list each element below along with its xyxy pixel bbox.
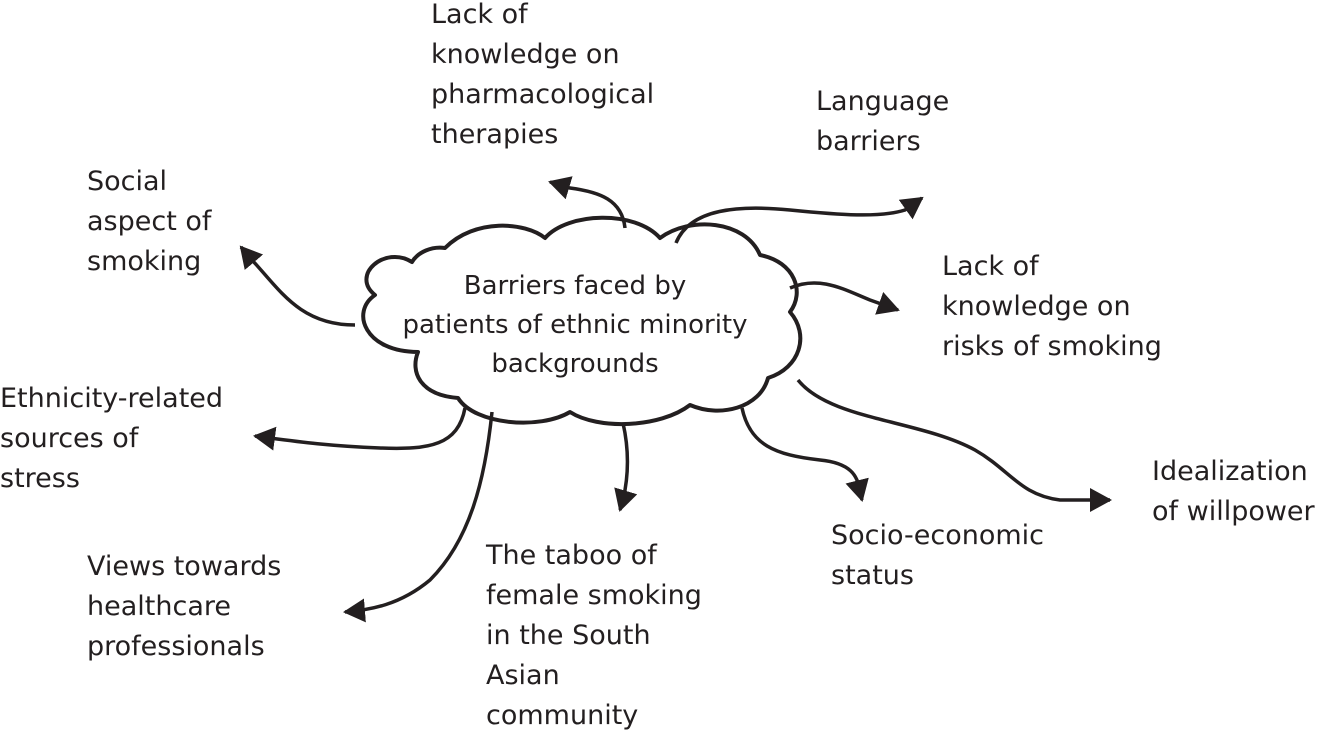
arrow-to-willpower [796, 378, 1112, 512]
barrier-label-line: female smoking [486, 580, 702, 611]
arrow-to-taboo [614, 422, 638, 512]
barrier-label-line: Ethnicity-related [0, 383, 224, 414]
barrier-label-line: therapies [431, 119, 559, 150]
barrier-label-line: community [486, 700, 639, 731]
central-topic-line: Barriers faced by [463, 271, 687, 301]
arrow-to-socio-economic [740, 407, 869, 502]
barrier-label-stress: Ethnicity-related sources of stress [0, 379, 223, 499]
arrow-to-pharmacological [548, 176, 627, 229]
barrier-label-line: smoking [87, 246, 202, 277]
arrow-to-stress [253, 407, 467, 451]
arrow-to-social [239, 245, 356, 327]
barrier-label-line: Asian [486, 660, 560, 691]
barrier-label-line: status [831, 560, 914, 591]
barrier-label-line: Language [816, 86, 950, 117]
barrier-label-line: professionals [87, 631, 265, 662]
barrier-label-pharmacological: Lack of knowledge on pharmacological the… [431, 0, 654, 155]
barrier-label-line: Lack of [942, 251, 1039, 282]
barrier-label-line: Socio-economic [831, 520, 1045, 551]
barrier-label-line: The taboo of [486, 540, 657, 571]
barrier-label-line: of willpower [1152, 496, 1315, 527]
barrier-label-line: in the South [486, 620, 651, 651]
barrier-label-willpower: Idealization of willpower [1152, 452, 1315, 532]
central-topic-line: backgrounds [491, 349, 659, 379]
central-topic-line: patients of ethnic minority [402, 310, 748, 340]
barrier-label-socio-economic: Socio-economic status [831, 516, 1044, 596]
barrier-label-line: knowledge on [942, 291, 1131, 322]
barrier-label-line: aspect of [87, 206, 212, 237]
barrier-label-line: risks of smoking [942, 331, 1162, 362]
arrow-to-views [343, 411, 494, 623]
central-topic-label: Barriers faced by patients of ethnic min… [370, 267, 780, 384]
barrier-label-line: barriers [816, 126, 921, 157]
barrier-label-line: stress [0, 463, 80, 494]
barrier-label-language: Language barriers [816, 82, 949, 162]
arrow-to-risks [789, 281, 900, 315]
arrow-to-language [674, 196, 924, 244]
barrier-label-line: pharmacological [431, 79, 655, 110]
barrier-label-risks: Lack of knowledge on risks of smoking [942, 247, 1162, 367]
central-cloud [361, 215, 803, 427]
barrier-label-line: sources of [0, 423, 139, 454]
barrier-label-taboo: The taboo of female smoking in the South… [486, 536, 702, 736]
barrier-label-line: knowledge on [431, 39, 620, 70]
barrier-label-social: Social aspect of smoking [87, 162, 211, 282]
barrier-label-line: healthcare [87, 591, 231, 622]
barrier-label-line: Social [87, 166, 168, 197]
barrier-label-views: Views towards healthcare professionals [87, 547, 281, 667]
barrier-label-line: Idealization [1152, 456, 1308, 487]
barrier-label-line: Views towards [87, 551, 282, 582]
barrier-label-line: Lack of [431, 0, 528, 30]
